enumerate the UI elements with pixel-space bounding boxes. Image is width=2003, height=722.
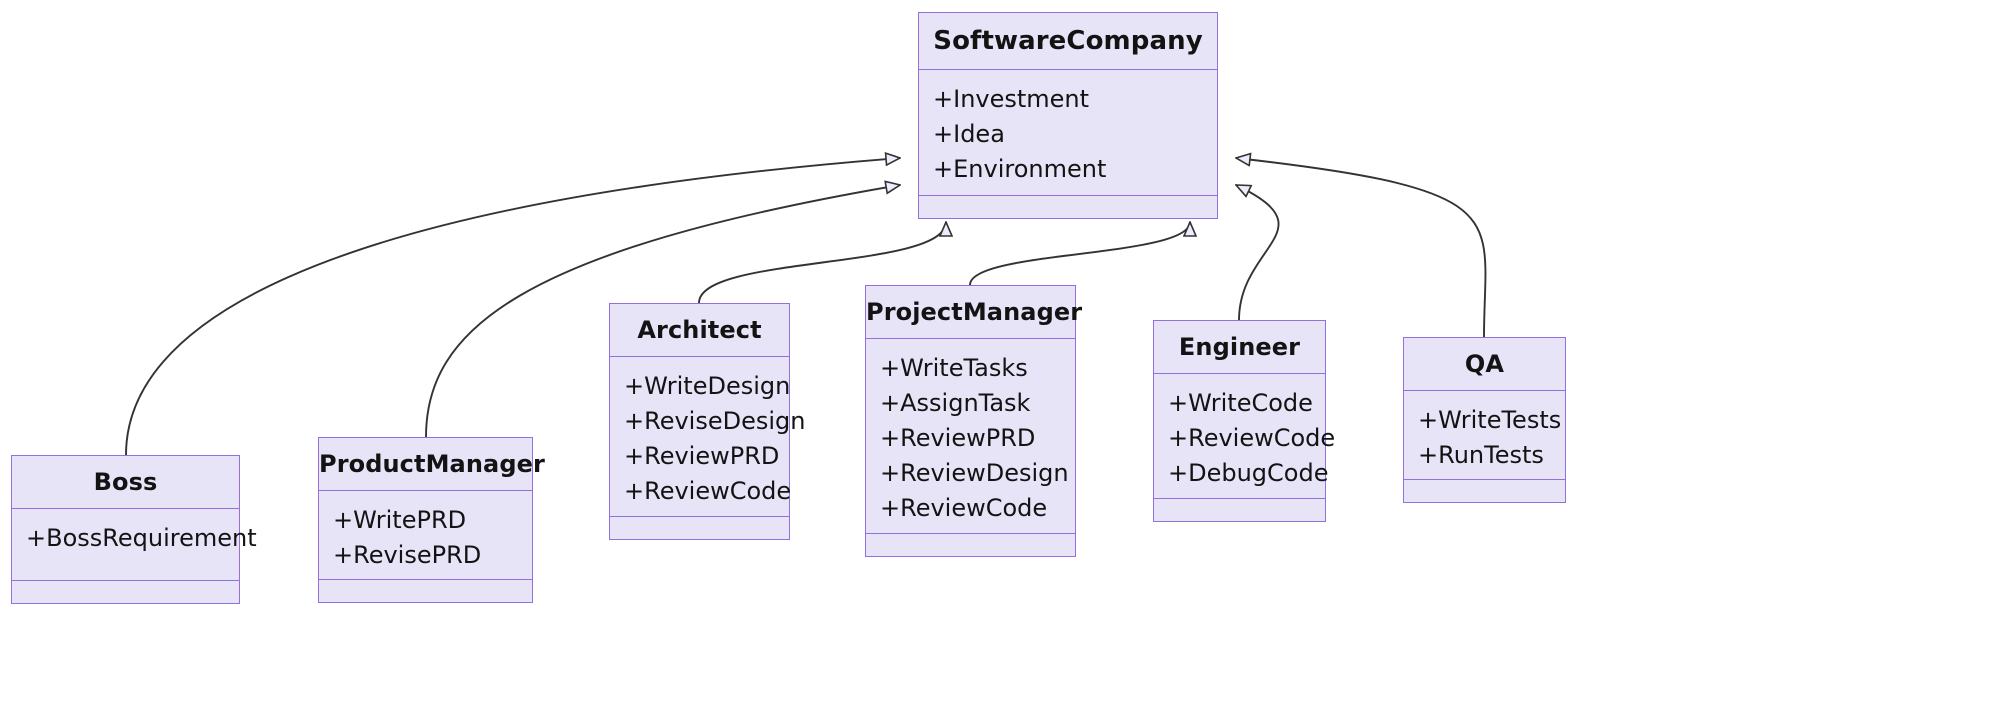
edge-engineer-to-company bbox=[1236, 185, 1280, 321]
class-member: +BossRequirement bbox=[26, 524, 257, 552]
class-separator-bottom-project-manager bbox=[866, 533, 1075, 534]
class-node-product-manager[interactable]: ProductManager +WritePRD +RevisePRD bbox=[318, 437, 545, 603]
class-separator-bottom-engineer bbox=[1154, 498, 1325, 499]
edge-projectmanager-to-company bbox=[969, 222, 1190, 286]
class-separator-top-boss bbox=[12, 508, 239, 509]
class-methods-empty-engineer bbox=[1154, 499, 1325, 521]
class-member: +WriteDesign bbox=[624, 372, 791, 400]
class-member: +RunTests bbox=[1418, 441, 1544, 469]
class-node-project-manager[interactable]: ProjectManager +WriteTasks +AssignTask +Rev… bbox=[865, 285, 1083, 557]
class-title-engineer: Engineer bbox=[1178, 333, 1301, 361]
class-member: +ReviseDesign bbox=[624, 407, 806, 435]
class-separator-bottom-boss bbox=[12, 580, 239, 581]
class-methods-empty-qa bbox=[1404, 480, 1565, 502]
class-methods-empty-architect bbox=[610, 517, 789, 539]
class-member: +ReviewCode bbox=[1168, 424, 1336, 452]
class-member: +WritePRD bbox=[333, 506, 467, 534]
class-members-product-manager: +WritePRD +RevisePRD bbox=[319, 491, 532, 579]
class-member: +WriteCode bbox=[1168, 389, 1313, 417]
class-member: +ReviewCode bbox=[624, 477, 792, 505]
class-title-qa: QA bbox=[1464, 350, 1505, 378]
class-title-architect: Architect bbox=[637, 316, 762, 344]
class-members-architect: +WriteDesign +ReviseDesign +ReviewPRD +Revi… bbox=[610, 357, 806, 516]
class-separator-top-architect bbox=[610, 356, 789, 357]
edge-qa-to-company bbox=[1236, 158, 1487, 338]
class-members-project-manager: +WriteTasks +AssignTask +ReviewPRD +ReviewD… bbox=[866, 339, 1075, 533]
class-member: +DebugCode bbox=[1168, 459, 1329, 487]
class-methods-empty-product-manager bbox=[319, 580, 532, 602]
class-member: +ReviewCode bbox=[880, 494, 1048, 522]
class-separator-top-product-manager bbox=[319, 490, 532, 491]
class-members-engineer: +WriteCode +ReviewCode +DebugCode bbox=[1154, 374, 1336, 498]
class-members-boss: +BossRequirement bbox=[12, 509, 257, 580]
class-separator-top-project-manager bbox=[866, 338, 1075, 339]
class-member: +Investment bbox=[933, 85, 1090, 113]
class-member: +WriteTasks bbox=[880, 354, 1028, 382]
class-members-software-company: +Investment +Idea +Environment bbox=[919, 70, 1217, 195]
class-member: +AssignTask bbox=[880, 389, 1031, 417]
class-member: +WriteTests bbox=[1418, 406, 1562, 434]
class-member: +ReviewPRD bbox=[880, 424, 1036, 452]
class-member: +ReviewPRD bbox=[624, 442, 780, 470]
class-title-product-manager: ProductManager bbox=[319, 450, 545, 478]
class-member: +ReviewDesign bbox=[880, 459, 1069, 487]
class-separator-bottom-qa bbox=[1404, 479, 1565, 480]
class-separator-top-software-company bbox=[919, 69, 1217, 70]
class-node-software-company[interactable]: SoftwareCompany +Investment +Idea +Environm… bbox=[918, 12, 1218, 219]
class-methods-empty-software-company bbox=[919, 196, 1217, 218]
class-separator-top-engineer bbox=[1154, 373, 1325, 374]
class-methods-empty-project-manager bbox=[866, 534, 1075, 556]
class-title-project-manager: ProjectManager bbox=[866, 298, 1083, 326]
class-member: +Environment bbox=[933, 155, 1107, 183]
class-title-software-company: SoftwareCompany bbox=[933, 26, 1203, 56]
class-node-boss[interactable]: Boss +BossRequirement bbox=[11, 455, 257, 604]
class-methods-empty-boss bbox=[12, 581, 239, 603]
class-separator-bottom-architect bbox=[610, 516, 789, 517]
class-title-boss: Boss bbox=[93, 468, 158, 496]
class-separator-top-qa bbox=[1404, 390, 1565, 391]
class-members-qa: +WriteTests +RunTests bbox=[1404, 391, 1565, 479]
class-separator-bottom-software-company bbox=[919, 195, 1217, 196]
class-node-architect[interactable]: Architect +WriteDesign +ReviseDesign +Revie… bbox=[609, 303, 806, 540]
class-member: +RevisePRD bbox=[333, 541, 482, 569]
class-node-engineer[interactable]: Engineer +WriteCode +ReviewCode +DebugCode bbox=[1153, 320, 1336, 522]
class-node-qa[interactable]: QA +WriteTests +RunTests bbox=[1403, 337, 1566, 503]
class-separator-bottom-product-manager bbox=[319, 579, 532, 580]
class-member: +Idea bbox=[933, 120, 1005, 148]
